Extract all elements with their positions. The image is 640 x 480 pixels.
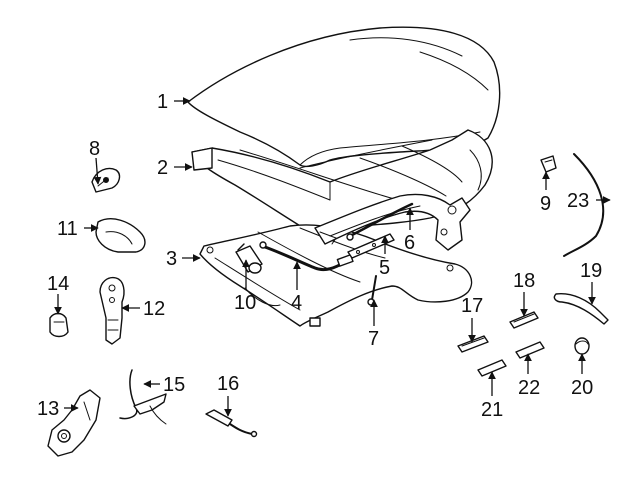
seal-part [563, 153, 605, 257]
callout-10: 10 [234, 292, 256, 314]
wire-harness-part [119, 369, 167, 425]
callout-14: 14 [47, 273, 69, 295]
callout-16: 16 [217, 373, 239, 395]
callout-5: 5 [379, 257, 390, 279]
callout-11: 11 [57, 218, 78, 240]
cable-end-part [205, 409, 258, 438]
callout-20: 20 [571, 377, 593, 399]
latch-handle-part [95, 218, 146, 253]
small-bracket-part [49, 312, 69, 338]
callout-22: 22 [518, 377, 540, 399]
callout-21: 21 [481, 399, 503, 421]
callout-9: 9 [540, 193, 551, 215]
callout-12: 12 [143, 298, 165, 320]
callout-3: 3 [166, 248, 177, 270]
rod-part [346, 202, 414, 241]
pad-part-17 [457, 335, 489, 353]
callout-7: 7 [368, 328, 379, 350]
strip-part-22 [515, 341, 545, 359]
callout-labels: 1 2 3 4 5 6 7 8 9 10 11 12 13 14 15 16 1… [37, 91, 602, 421]
cap-part [574, 337, 590, 355]
leader-lines [54, 97, 611, 417]
callout-2: 2 [157, 157, 168, 179]
callout-17: 17 [461, 295, 483, 317]
clip-part-8 [91, 167, 121, 193]
callout-15: 15 [163, 374, 185, 396]
callout-13: 13 [37, 398, 59, 420]
callout-19: 19 [580, 260, 602, 282]
curved-trim-part [553, 293, 609, 325]
callout-18: 18 [513, 270, 535, 292]
callout-1: 1 [157, 91, 168, 113]
block-part-9 [540, 155, 557, 173]
pivot-assembly-part [47, 389, 101, 457]
callout-6: 6 [404, 232, 415, 254]
callout-23: 23 [567, 190, 589, 212]
callout-8: 8 [89, 138, 100, 160]
strip-part-21 [477, 359, 507, 377]
hinge-bracket-part [99, 276, 125, 345]
rear-liner-part [199, 224, 473, 327]
callout-4: 4 [291, 292, 302, 314]
